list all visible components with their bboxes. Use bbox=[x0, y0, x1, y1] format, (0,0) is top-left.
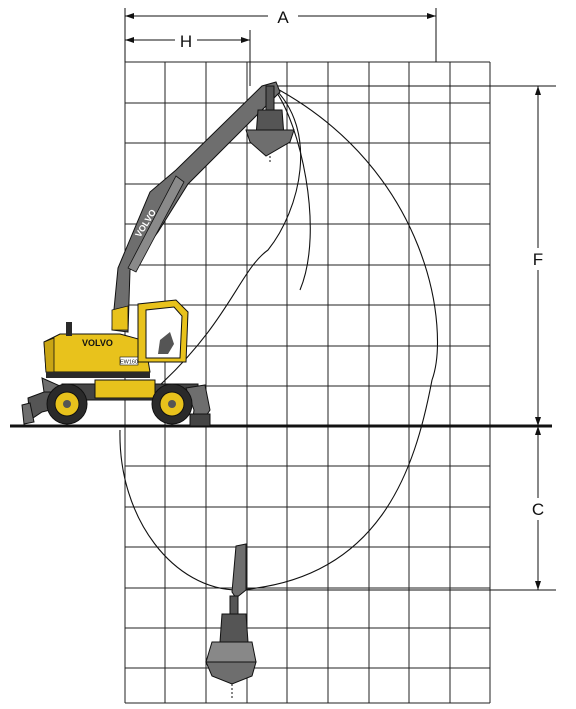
exhaust-stack bbox=[66, 322, 72, 336]
grid bbox=[124, 61, 491, 704]
rear-wheel bbox=[151, 383, 193, 425]
boom-hazard-stripe bbox=[111, 305, 129, 331]
dimension-label-f: F bbox=[533, 250, 543, 269]
rear-outrigger bbox=[185, 384, 211, 427]
dimension-f bbox=[275, 85, 556, 426]
chassis-yellow bbox=[94, 379, 156, 399]
dimension-label-c: C bbox=[532, 500, 544, 519]
upper-bucket bbox=[245, 85, 295, 164]
dimension-label-h: H bbox=[180, 32, 192, 51]
dimension-label-a: A bbox=[277, 8, 289, 27]
body-brand-label: VOLVO bbox=[82, 338, 113, 348]
counterweight bbox=[43, 337, 55, 373]
dimension-a bbox=[124, 8, 437, 62]
dimension-h bbox=[125, 30, 251, 86]
reach-envelope bbox=[119, 85, 438, 591]
lower-bucket bbox=[205, 543, 257, 700]
model-badge: EW160 bbox=[120, 360, 138, 366]
front-wheel bbox=[46, 383, 88, 425]
dimension-c bbox=[238, 426, 556, 591]
boom bbox=[111, 81, 281, 333]
excavator: VOLVO EW160 VOLVO bbox=[21, 81, 295, 700]
body-stripe bbox=[46, 372, 150, 378]
operator-seat bbox=[158, 332, 174, 354]
boom-hydraulic bbox=[127, 175, 185, 273]
